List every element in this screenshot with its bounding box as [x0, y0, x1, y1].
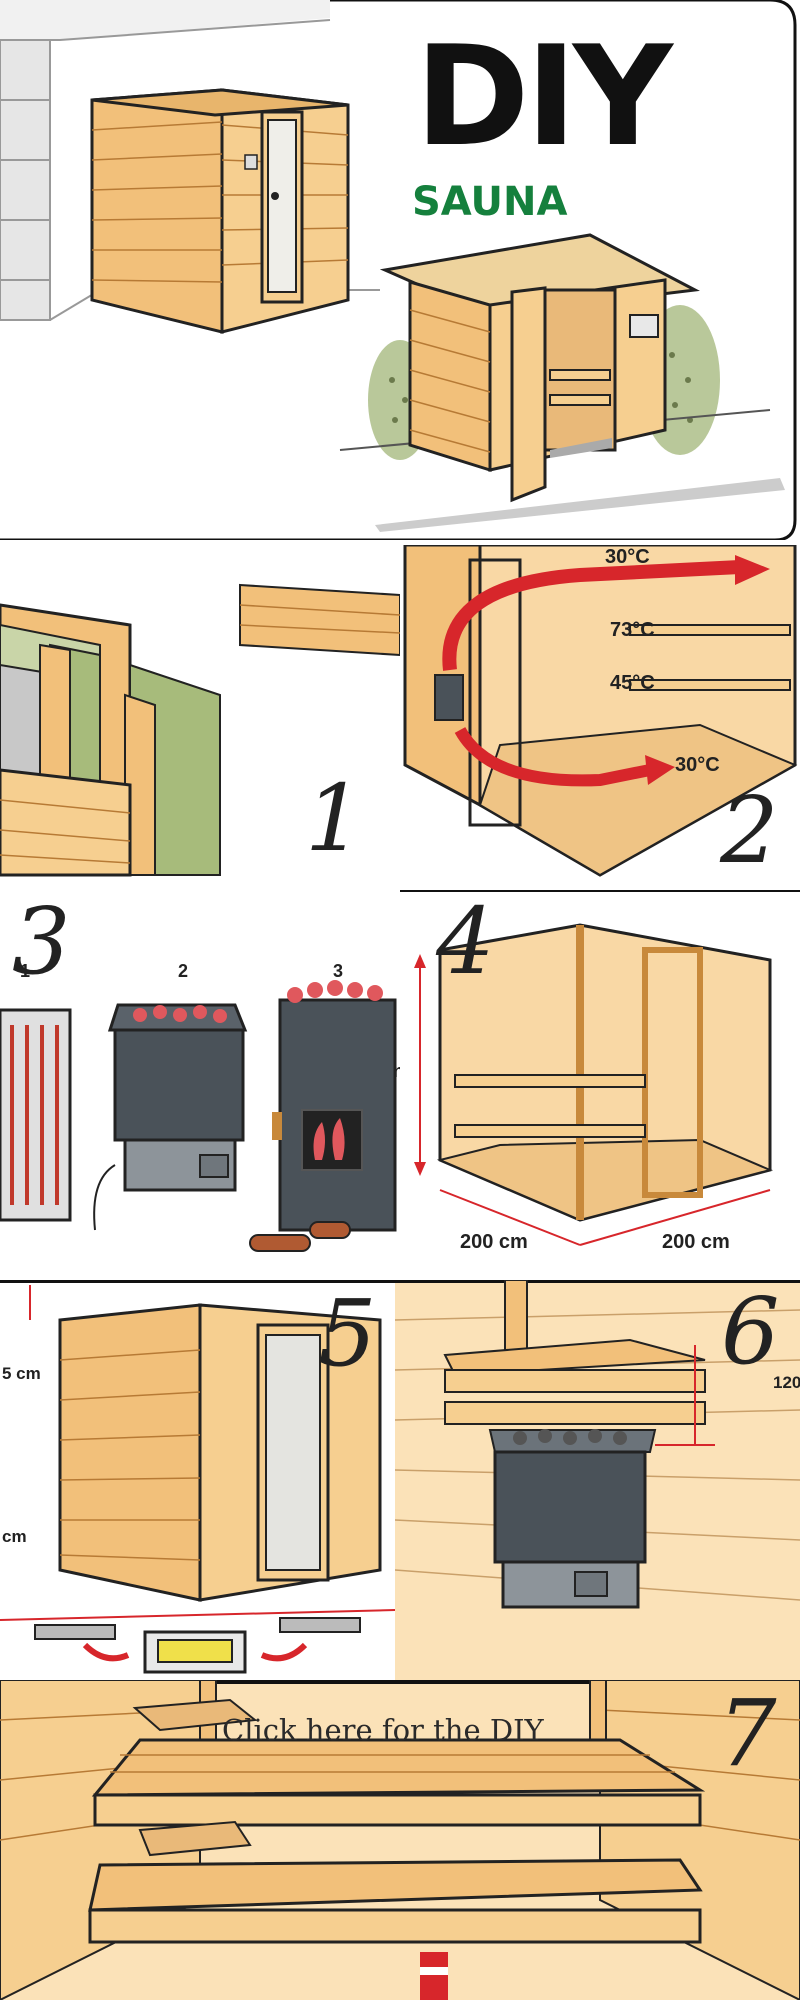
temp-top: 30°C: [605, 546, 650, 568]
step-4-panel: 4 200 cm 200 cm: [400, 890, 800, 1275]
gap-label-bottom: cm: [2, 1527, 27, 1546]
step-7-panel: 7: [0, 1680, 800, 2000]
step-7-number: 7: [718, 1680, 777, 1787]
hero-panel: DIY SAUNA: [0, 0, 800, 540]
step-1-panel: 1: [0, 545, 400, 885]
diy-guide-link[interactable]: Click here for the DIY: [222, 1713, 544, 1747]
title-diy: DIY: [415, 16, 673, 177]
step-3-number: 3: [12, 890, 71, 995]
step-6-number: 6: [721, 1280, 780, 1385]
heater-label-3: 3: [333, 961, 344, 981]
temp-lower-bench: 45°C: [610, 672, 655, 694]
step-5-number: 5: [318, 1280, 377, 1387]
step-2-panel: 30°C 73°C 45°C 30°C 2: [400, 545, 800, 885]
step-2-number: 2: [720, 777, 779, 884]
temp-floor: 30°C: [675, 754, 720, 776]
dimension-depth: 200 cm: [662, 1231, 730, 1253]
step-3-panel: 3 1 2 3 n: [0, 890, 400, 1275]
heater-label-2: 2: [178, 961, 189, 981]
temp-upper-bench: 73°C: [610, 619, 655, 641]
step-1-number: 1: [305, 765, 364, 872]
step-4-number: 4: [436, 890, 495, 995]
title-sauna: SAUNA: [412, 179, 568, 225]
edge-unit-label: n: [393, 1061, 400, 1081]
dimension-width: 200 cm: [460, 1231, 528, 1253]
step-6-panel: 6 120: [395, 1280, 800, 1680]
heater-label-1: 1: [20, 961, 31, 981]
gap-label-top: 5 cm: [2, 1364, 41, 1383]
clearance-label: 120: [773, 1373, 800, 1392]
step-5-panel: 5 5 cm cm: [0, 1280, 395, 1680]
